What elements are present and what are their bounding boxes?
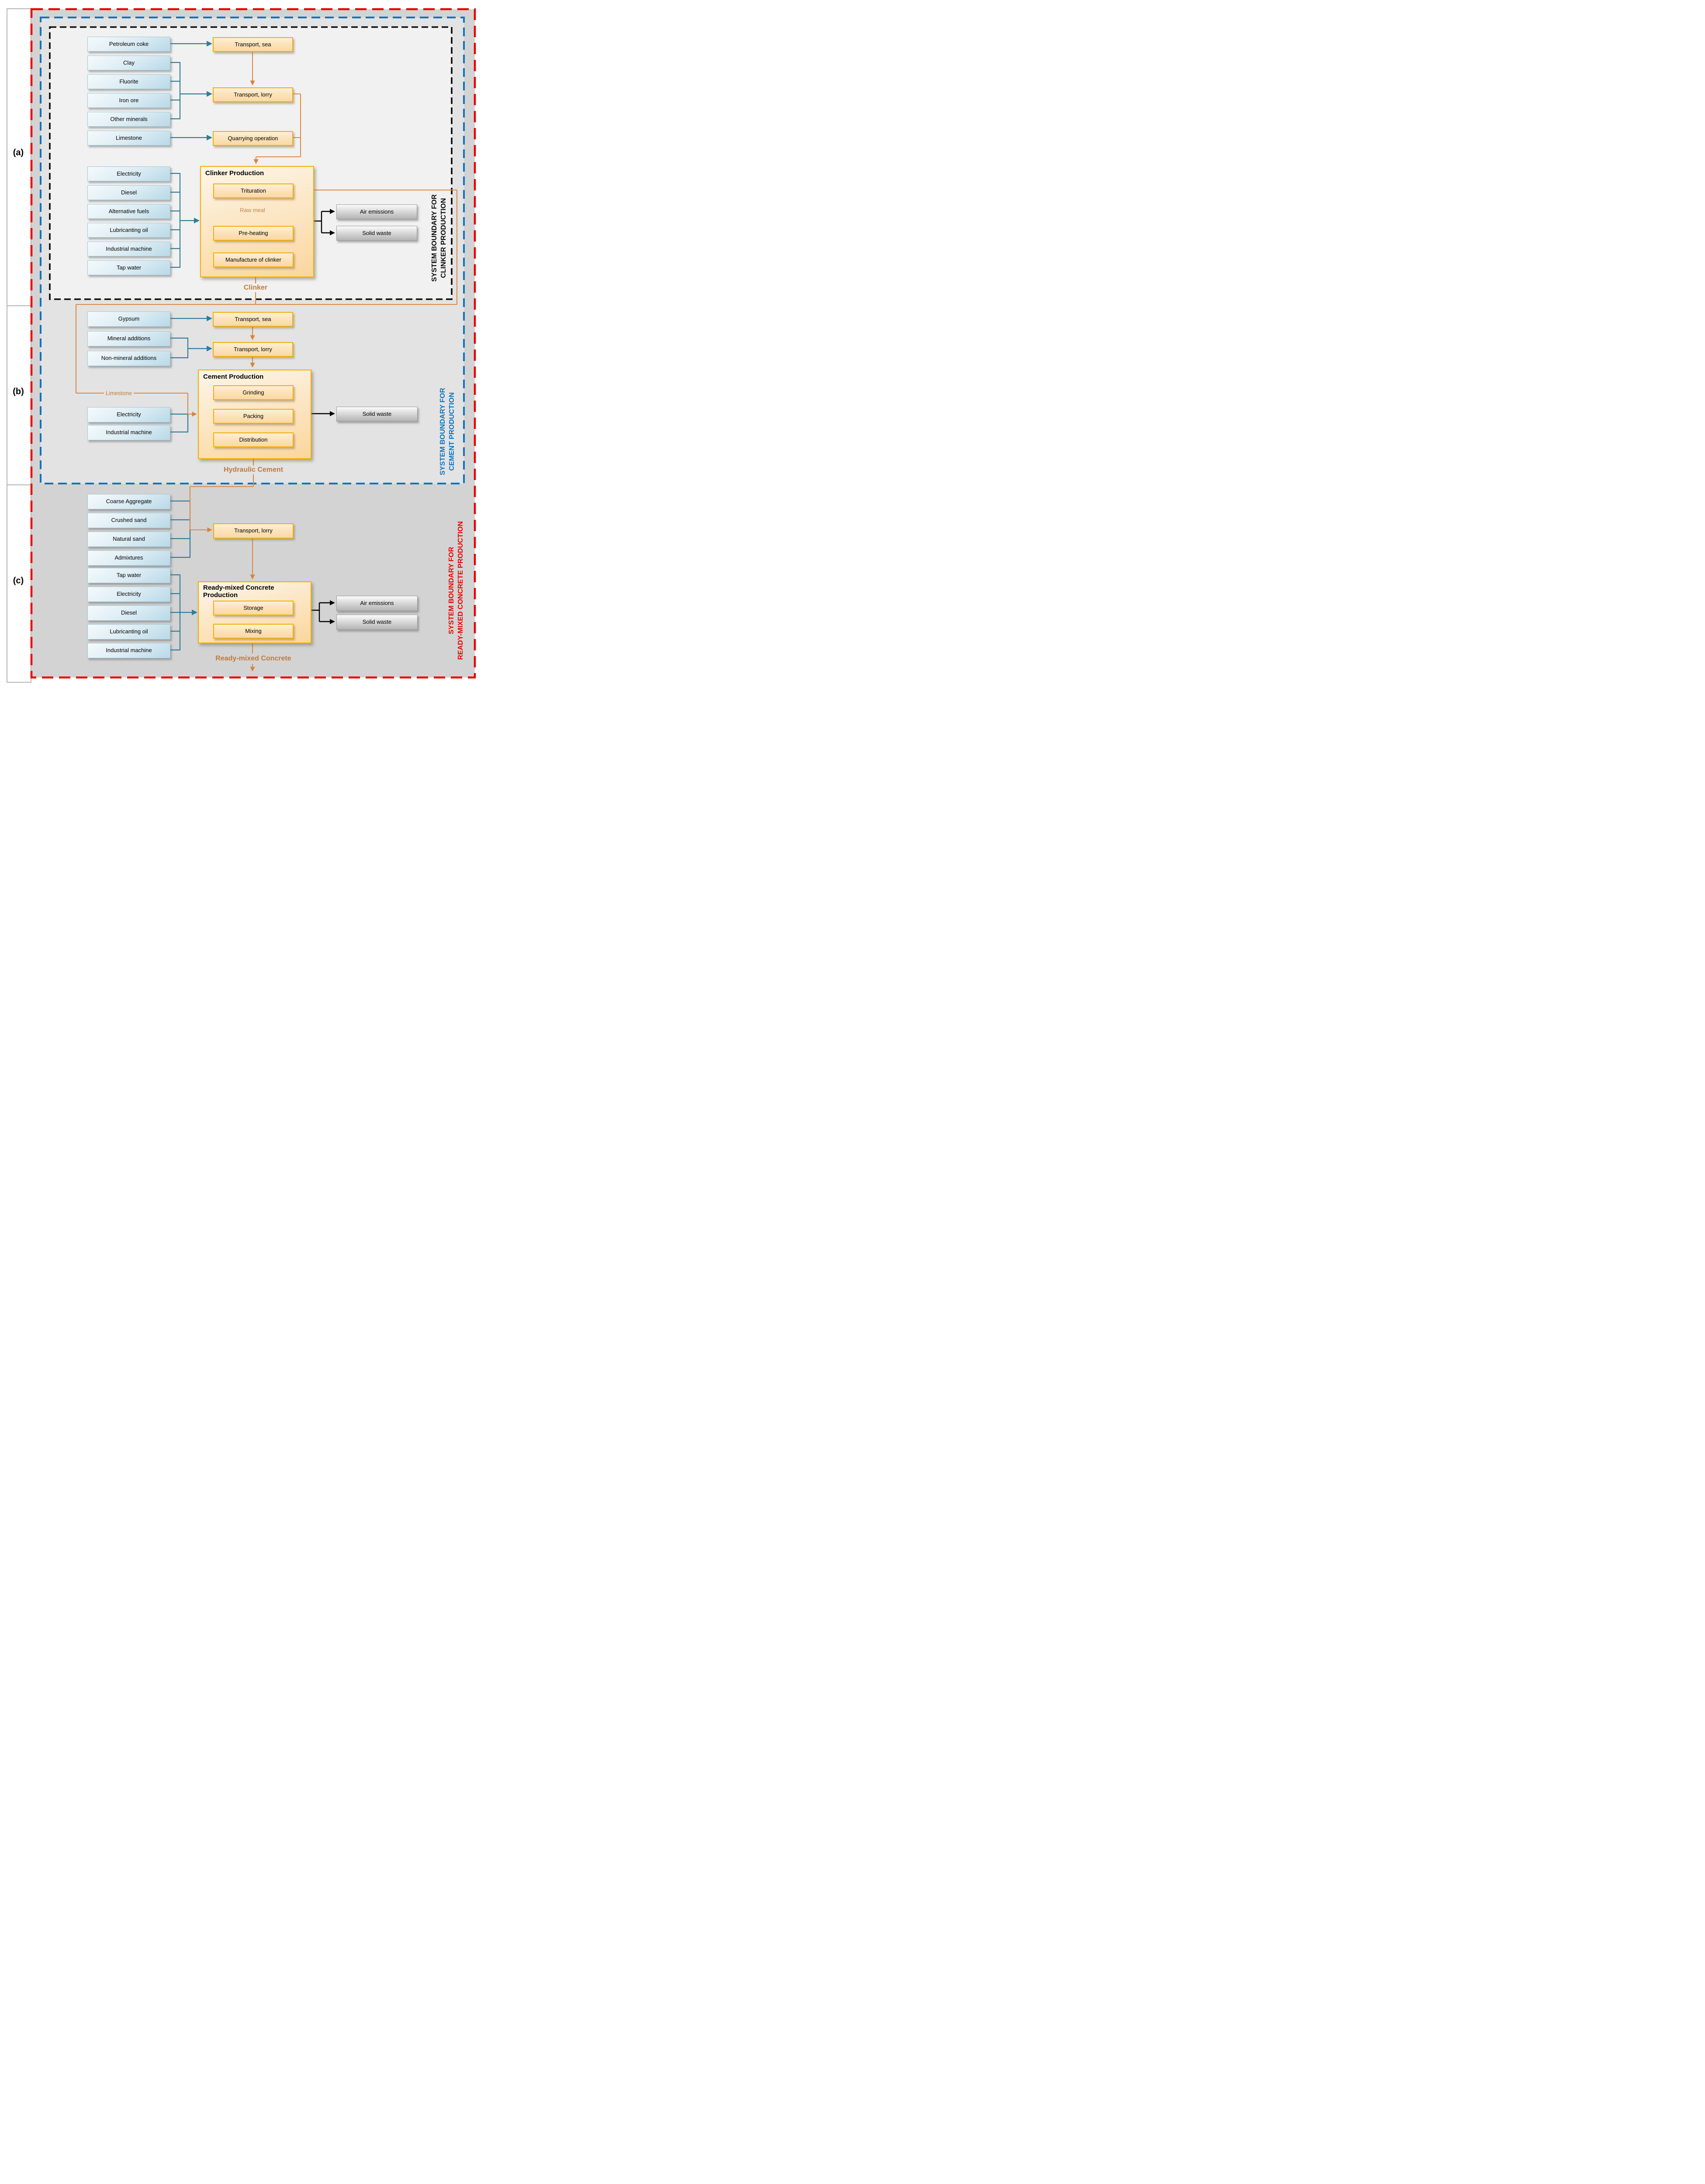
clinker-product-label: Clinker xyxy=(241,283,270,292)
process-grinding: Grinding xyxy=(213,385,294,400)
process-mixing: Mixing xyxy=(213,624,294,639)
panel-label-b: (b) xyxy=(13,387,24,397)
input-other-minerals: Other minerals xyxy=(87,112,170,127)
input-electricity-a: Electricity xyxy=(87,166,170,181)
process-transport-lorry-b: Transport, lorry xyxy=(213,342,293,357)
output-air-emissions-a: Air emissions xyxy=(336,204,417,219)
input-coarse-aggregate: Coarse Aggregate xyxy=(87,494,170,509)
clinker-boundary-label: SYSTEM BOUNDARY FOR CLINKER PRODUCTION xyxy=(431,194,447,282)
input-alternative-fuels: Alternative fuels xyxy=(87,204,170,219)
input-natural-sand: Natural sand xyxy=(87,532,170,547)
output-flow-lines xyxy=(310,209,335,624)
cement-boundary-label: SYSTEM BOUNDARY FOR CEMENT PRODUCTION xyxy=(439,387,456,476)
process-trituration: Trituration xyxy=(213,183,294,198)
boundary-cement-dashed xyxy=(40,17,465,484)
material-flow-lines xyxy=(75,51,458,672)
process-transport-lorry-c: Transport, lorry xyxy=(213,523,294,539)
input-lubricanting-oil-a: Lubricanting oil xyxy=(87,223,170,238)
process-storage: Storage xyxy=(213,601,294,615)
input-lubricanting-oil-c: Lubricanting oil xyxy=(87,624,170,639)
raw-meal-label: Raw meal xyxy=(240,207,265,214)
input-petroleum-coke: Petroleum coke xyxy=(87,37,170,52)
process-distribution: Distribution xyxy=(213,432,294,447)
panel-divider-ab xyxy=(7,305,31,306)
process-transport-lorry-a: Transport, lorry xyxy=(213,87,293,102)
boundary-clinker-dashed xyxy=(49,26,453,300)
process-transport-sea-b: Transport, sea xyxy=(213,312,293,327)
output-solid-waste-a: Solid waste xyxy=(336,226,417,241)
input-mineral-additions: Mineral additions xyxy=(87,331,170,346)
input-industrial-machine-c: Industrial machine xyxy=(87,643,170,658)
input-diesel-c: Diesel xyxy=(87,605,170,621)
concrete-boundary-label: SYSTEM BOUNDARY FOR READY-MIXED CONCRETE… xyxy=(448,521,464,660)
input-fluorite: Fluorite xyxy=(87,74,170,89)
input-tap-water-a: Tap water xyxy=(87,260,170,275)
input-crushed-sand: Crushed sand xyxy=(87,513,170,528)
input-diesel-a: Diesel xyxy=(87,185,170,200)
input-non-mineral-additions: Non-mineral additions xyxy=(87,351,170,366)
panel-label-column xyxy=(7,8,31,683)
input-electricity-c: Electricity xyxy=(87,587,170,602)
input-clay: Clay xyxy=(87,55,170,70)
ready-mixed-concrete-product-label: Ready-mixed Concrete xyxy=(213,654,294,663)
process-pre-heating: Pre-heating xyxy=(213,226,294,241)
input-industrial-machine-b: Industrial machine xyxy=(87,425,170,440)
input-flow-lines xyxy=(169,41,212,651)
process-transport-sea-a: Transport, sea xyxy=(213,37,293,52)
input-electricity-b: Electricity xyxy=(87,407,170,422)
input-gypsum: Gypsum xyxy=(87,311,170,327)
container-ready-mixed-concrete-title: Ready-mixed Concrete Production xyxy=(203,584,274,599)
input-iron-ore: Iron ore xyxy=(87,93,170,108)
panel-label-c: (c) xyxy=(13,576,24,586)
hydraulic-cement-product-label: Hydraulic Cement xyxy=(221,466,286,474)
panel-divider-bc xyxy=(7,484,31,485)
container-cement-production-title: Cement Production xyxy=(203,373,264,380)
process-packing: Packing xyxy=(213,409,294,424)
boundary-ready-mixed-concrete-dashed xyxy=(30,8,476,679)
input-limestone: Limestone xyxy=(87,131,170,145)
input-admixtures: Admixtures xyxy=(87,550,170,566)
output-solid-waste-c: Solid waste xyxy=(336,615,418,630)
input-tap-water-c: Tap water xyxy=(87,568,170,583)
output-solid-waste-b: Solid waste xyxy=(336,407,418,422)
output-air-emissions-c: Air emissions xyxy=(336,596,418,611)
input-industrial-machine-a: Industrial machine xyxy=(87,242,170,256)
limestone-flow-label: Limestone xyxy=(104,389,134,397)
process-manufacture-of-clinker: Manufacture of clinker xyxy=(213,252,294,267)
connector-layer xyxy=(30,8,476,679)
panel-label-a: (a) xyxy=(13,148,24,158)
process-quarrying-operation: Quarrying operation xyxy=(213,131,293,146)
container-clinker-production-title: Clinker Production xyxy=(205,169,264,177)
lca-system-boundary-diagram: (a) (b) (c) xyxy=(0,0,481,687)
